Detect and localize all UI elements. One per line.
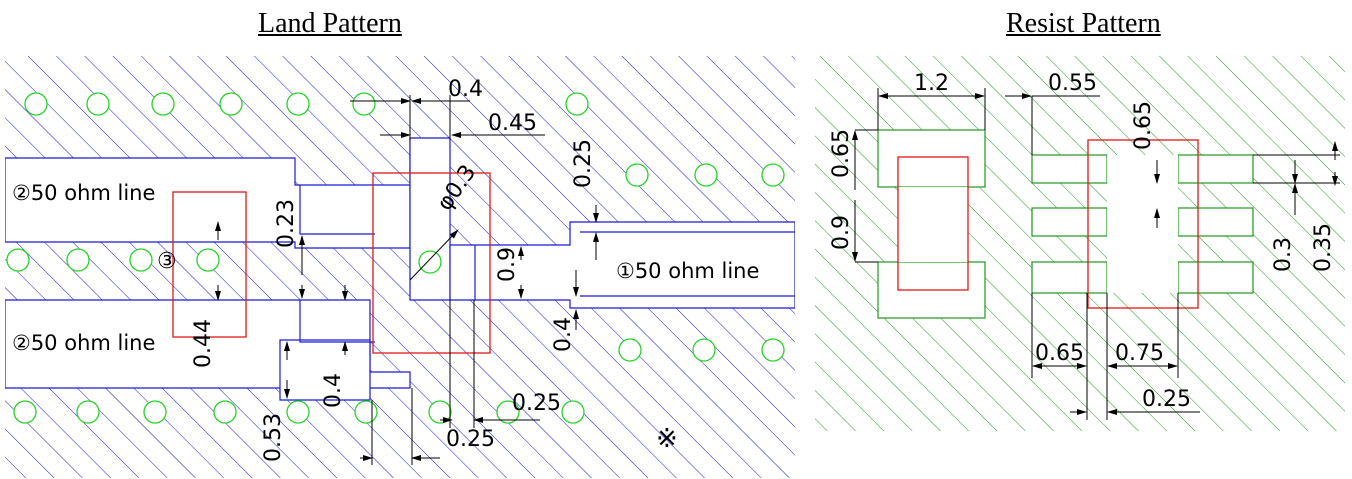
land-pattern: ②50 ohm line ②50 ohm line ①50 ohm line ③… — [5, 56, 795, 478]
dim-land-0-53: 0.53 — [261, 413, 286, 462]
label-line1: ①50 ohm line — [616, 259, 759, 283]
land-red-pad-left — [172, 191, 247, 338]
dim-land-0-4-right: 0.4 — [551, 317, 576, 352]
dim-land-0-4-top: 0.4 — [448, 77, 483, 102]
resist-pattern-title: Resist Pattern — [1006, 8, 1161, 39]
land-pattern-title: Land Pattern — [258, 8, 402, 39]
dim-resist-1-2: 1.2 — [914, 71, 949, 96]
dim-resist-0-65-bottom: 0.65 — [1035, 341, 1084, 366]
resist-openings — [877, 129, 1254, 319]
dim-resist-0-65-left: 0.65 — [829, 129, 854, 178]
land-vias — [6, 92, 785, 424]
land-traces — [5, 137, 795, 401]
dim-land-0-45: 0.45 — [488, 111, 537, 136]
dim-land-0-9: 0.9 — [495, 247, 520, 282]
note-mark: ※ — [656, 424, 678, 454]
dim-resist-0-65-top: 0.65 — [1131, 101, 1156, 150]
dim-land-0-25-bottom: 0.25 — [446, 427, 495, 452]
dim-resist-0-9: 0.9 — [829, 215, 854, 250]
resist-red-pad-right — [1087, 139, 1199, 309]
dim-land-0-25-vert: 0.25 — [571, 139, 596, 188]
dim-resist-0-3: 0.3 — [1271, 237, 1296, 272]
dim-resist-0-55: 0.55 — [1048, 71, 1097, 96]
resist-pattern: 1.2 0.55 0.65 0.65 0.9 0.3 0.35 0.65 0.7… — [815, 56, 1345, 431]
resist-dimension-text: 1.2 0.55 0.65 0.65 0.9 0.3 0.35 0.65 0.7… — [829, 71, 1336, 412]
resist-dimension-lines — [852, 88, 1340, 420]
dim-resist-0-75: 0.75 — [1115, 341, 1164, 366]
marker-3: ③ — [157, 249, 177, 274]
resist-ground-hatch — [815, 56, 1345, 431]
dim-resist-0-25: 0.25 — [1142, 387, 1191, 412]
dim-land-0-44: 0.44 — [191, 319, 216, 368]
label-line2-top: ②50 ohm line — [12, 181, 155, 205]
label-line2-bottom: ②50 ohm line — [12, 331, 155, 355]
land-inner-traces — [299, 185, 795, 343]
dim-resist-0-35: 0.35 — [1311, 223, 1336, 272]
dim-land-0-25-right: 0.25 — [512, 391, 561, 416]
dim-land-0-4-bottom: 0.4 — [321, 373, 346, 408]
land-dimension-lines — [215, 95, 599, 465]
land-red-pad-center — [372, 172, 491, 354]
resist-red-pad-left — [897, 156, 969, 291]
dim-land-0-23: 0.23 — [274, 199, 299, 248]
